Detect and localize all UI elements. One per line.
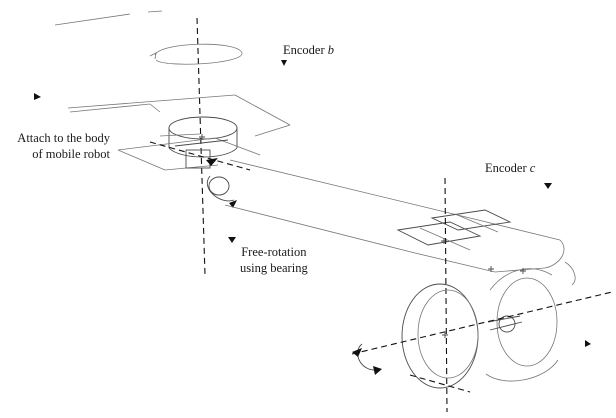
top-faint-strokes xyxy=(54,10,163,26)
free-rotation-pointer xyxy=(228,237,236,243)
long-arm xyxy=(224,159,565,273)
lower-plate xyxy=(117,137,261,171)
encoder-c-label: Encoder c xyxy=(485,160,535,176)
encoder-b-text: Encoder xyxy=(283,43,325,57)
label-pointers xyxy=(34,60,591,347)
encoder-b-rotation-ellipse xyxy=(149,43,243,65)
encoder-c-text: Encoder xyxy=(485,161,527,175)
encoder-b-pointer xyxy=(281,60,287,66)
axle-pointer xyxy=(585,340,591,347)
encoder-c-axis xyxy=(444,177,448,413)
cross-markers xyxy=(199,134,526,338)
encoder-b-housing xyxy=(159,116,238,158)
attach-label-line2: of mobile robot xyxy=(32,147,110,161)
attach-label: Attach to the body of mobile robot xyxy=(8,130,110,162)
pivot-arrow xyxy=(206,158,218,166)
encoder-b-label: Encoder b xyxy=(283,42,334,58)
encoder-b-var: b xyxy=(327,43,335,57)
encoder-c-pointer xyxy=(544,183,552,189)
wheel-contact-line xyxy=(409,374,471,393)
encoder-b-axis xyxy=(196,17,206,276)
attach-label-line1: Attach to the body xyxy=(17,131,110,145)
upper-plate xyxy=(67,94,291,137)
pivot-axis xyxy=(149,141,251,171)
free-rotation-line1: Free-rotation xyxy=(241,245,307,259)
free-rotation-line2: using bearing xyxy=(240,261,308,275)
bearing-rotation-arrow xyxy=(207,175,237,208)
encoder-c-frame xyxy=(396,209,512,251)
wheel-rotation-arrow xyxy=(352,343,382,375)
wheel-axle xyxy=(351,291,613,355)
pivot-block xyxy=(174,139,229,169)
wheel-assembly xyxy=(401,261,576,389)
attach-pointer xyxy=(34,93,41,100)
free-rotation-label: Free-rotation using bearing xyxy=(240,244,308,276)
encoder-c-var: c xyxy=(529,161,536,175)
